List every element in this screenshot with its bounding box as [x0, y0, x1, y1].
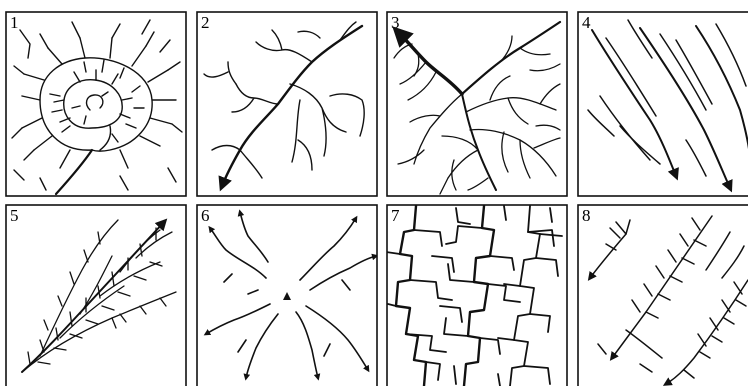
panel-7: 7: [386, 205, 567, 386]
panel-label: 7: [391, 206, 400, 225]
panel-4: 4: [578, 12, 748, 196]
panel-6: 6: [197, 205, 377, 386]
panel-frame: [578, 205, 748, 386]
panel-3: 3: [387, 12, 567, 196]
panel-label: 6: [201, 206, 210, 225]
panel-2: 2: [197, 12, 377, 196]
panel-label: 2: [201, 13, 210, 32]
panel-8: 8: [578, 205, 748, 386]
panel-label: 3: [391, 13, 400, 32]
panel-frame: [197, 12, 377, 196]
panel-label: 5: [10, 206, 19, 225]
panel-label: 8: [582, 206, 591, 225]
panel-5: 5: [6, 205, 186, 386]
panel-label: 1: [10, 13, 19, 32]
panel-label: 4: [582, 13, 591, 32]
panel-frame: [6, 12, 186, 196]
panel-1: 1: [6, 12, 186, 196]
